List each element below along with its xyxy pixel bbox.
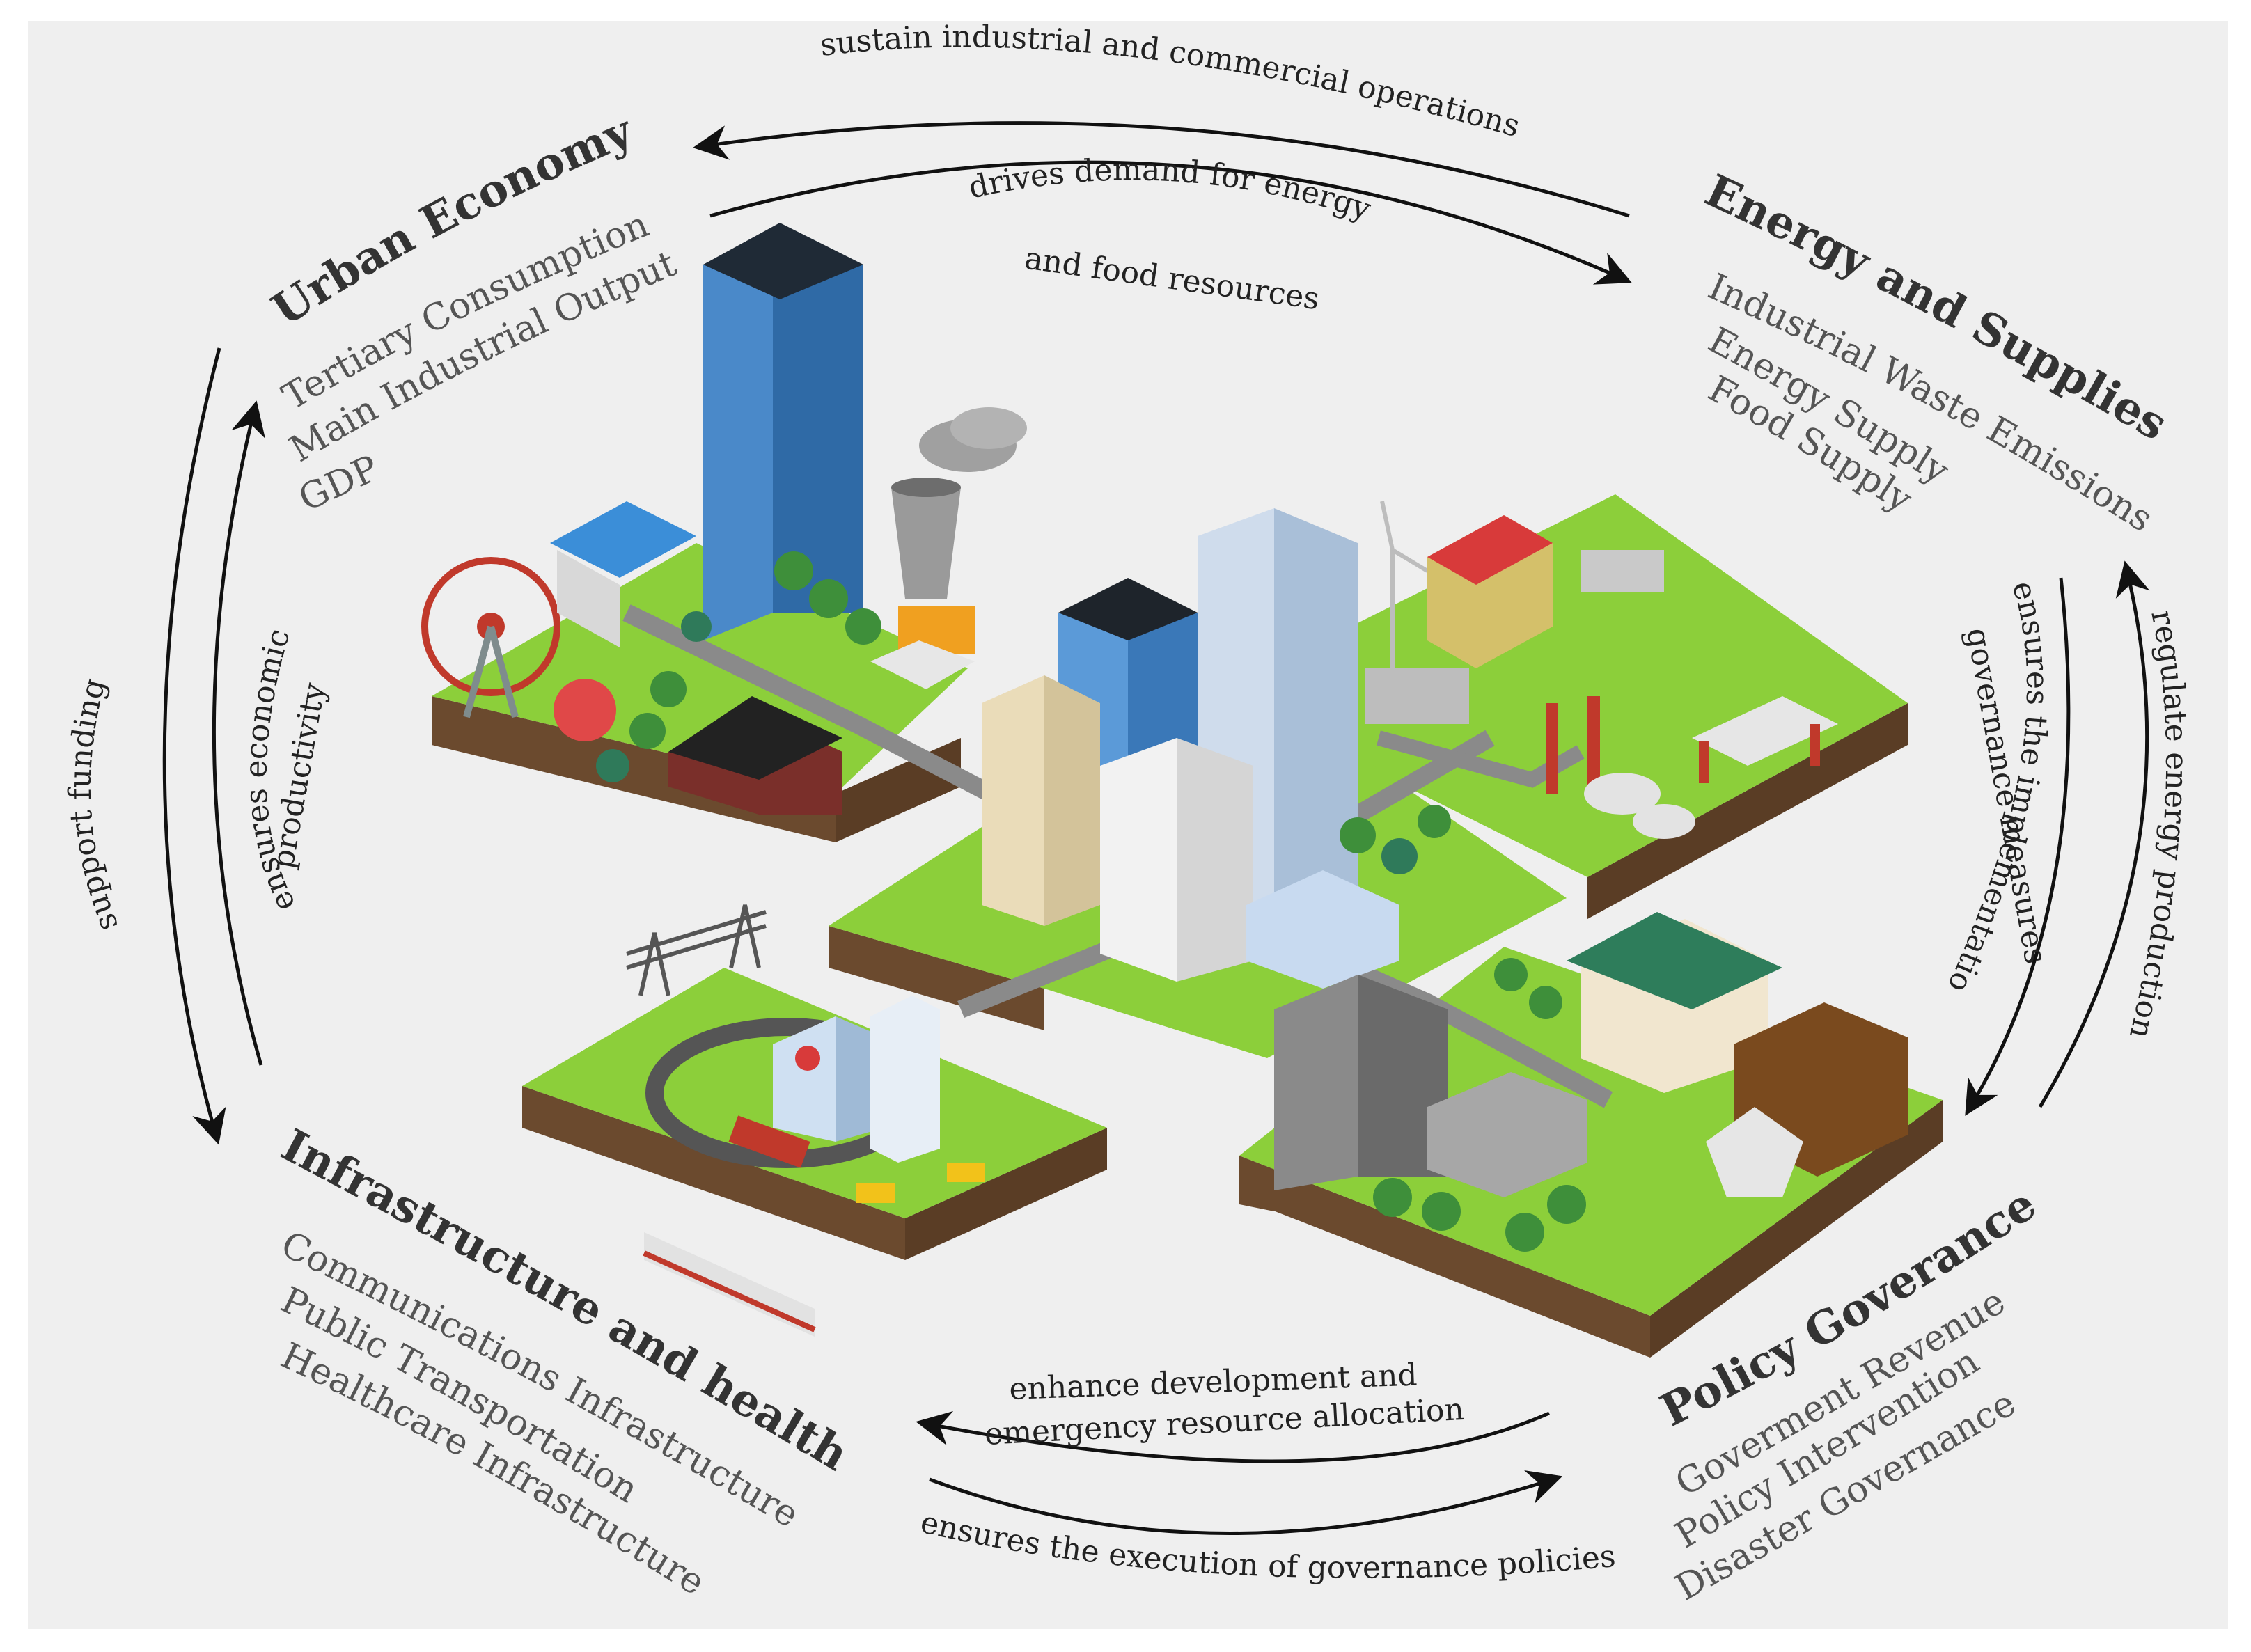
power-line-icon bbox=[626, 904, 767, 996]
arrow-top-inner bbox=[709, 160, 1632, 285]
ferris-wheel-icon bbox=[421, 557, 560, 718]
storage-shed bbox=[1581, 550, 1664, 592]
refinery-tanks bbox=[1546, 696, 1695, 839]
arrow-bottom-outer bbox=[929, 1470, 1563, 1535]
taxi bbox=[856, 1183, 895, 1203]
barn-icon bbox=[668, 696, 842, 815]
grass-tile-northwest bbox=[432, 543, 968, 794]
carousel bbox=[554, 679, 616, 741]
tram-icon bbox=[643, 1232, 816, 1337]
dark-office-building bbox=[1274, 975, 1448, 1190]
arrow-bottom-inner bbox=[916, 1411, 1551, 1463]
bus-icon bbox=[728, 1115, 810, 1168]
stage-tent bbox=[550, 501, 696, 578]
arrow-right-inner bbox=[1965, 577, 2071, 1116]
low-office-building bbox=[1246, 870, 1399, 989]
arrow-left-inner bbox=[212, 400, 265, 1066]
gas-station-icon bbox=[1692, 696, 1838, 783]
city-illustration bbox=[421, 223, 1943, 1358]
arrow-left-outer bbox=[162, 347, 226, 1145]
grey-office-building bbox=[1100, 738, 1253, 982]
hospital-icon bbox=[773, 996, 940, 1163]
wind-turbine-icon bbox=[1380, 501, 1429, 682]
low-grey-building bbox=[1427, 1072, 1587, 1197]
factory-block bbox=[1365, 668, 1469, 724]
glass-dome bbox=[1706, 1107, 1803, 1197]
arrow-top-outer bbox=[693, 121, 1630, 218]
arrow-right-outer bbox=[2038, 560, 2150, 1108]
skyscraper-icon bbox=[703, 223, 863, 640]
beige-apartment bbox=[982, 675, 1100, 926]
cooling-tower-icon bbox=[891, 407, 1027, 599]
school-icon bbox=[1567, 912, 1782, 1093]
tree-icon bbox=[596, 551, 1586, 1252]
